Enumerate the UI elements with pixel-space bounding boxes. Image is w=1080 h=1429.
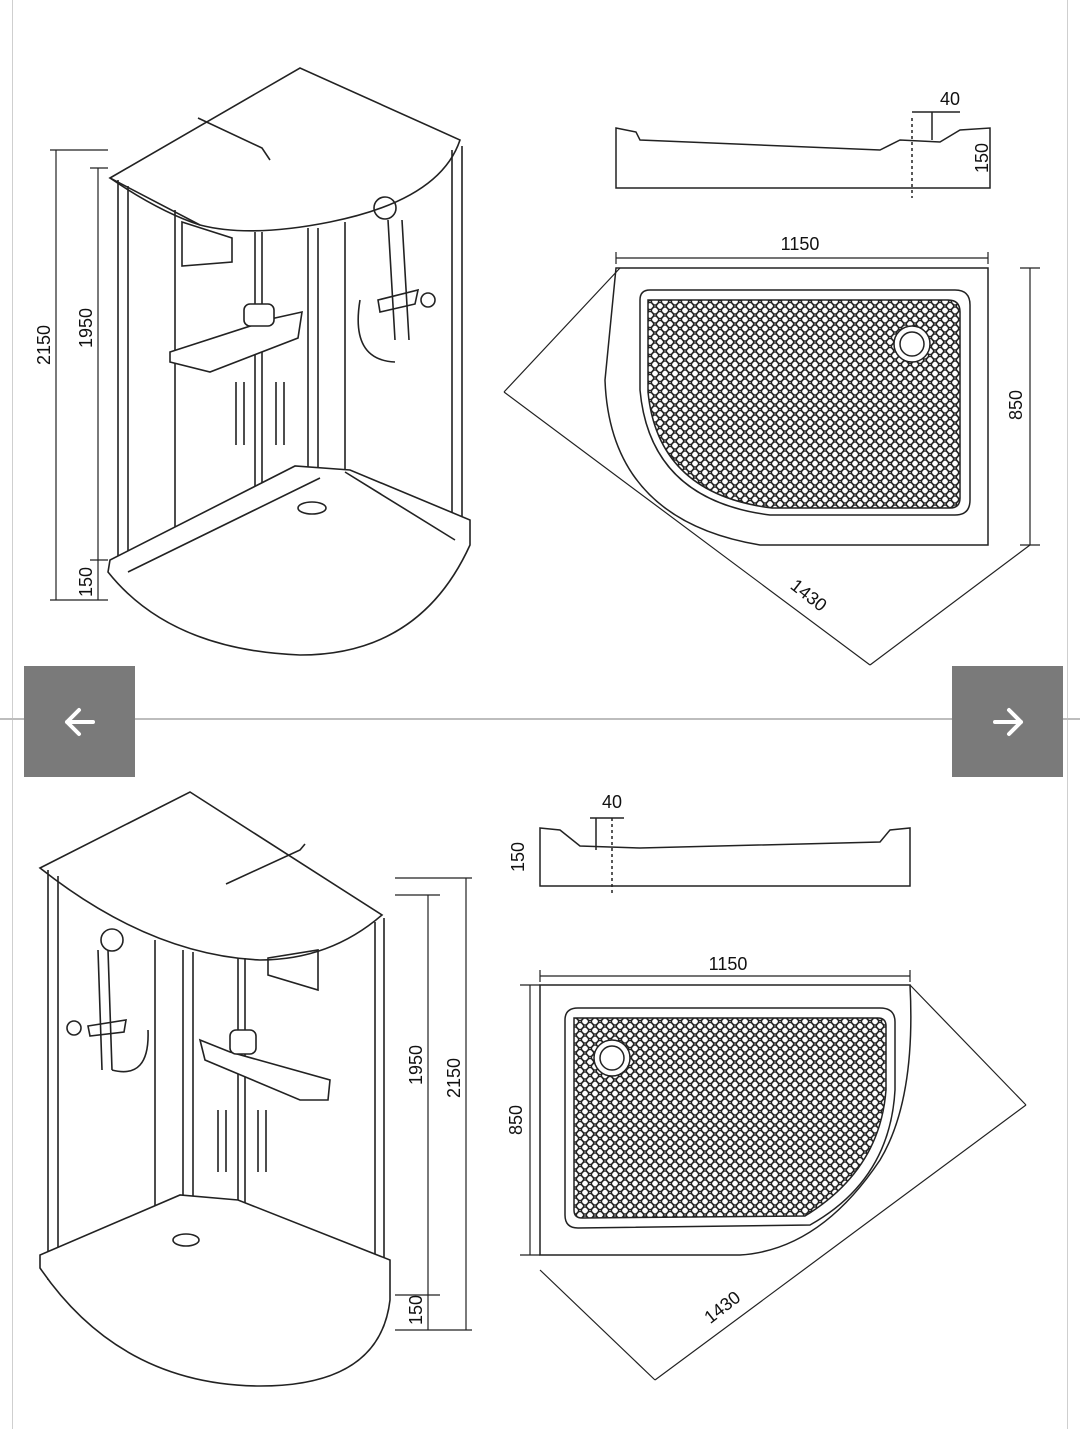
top-tray-profile xyxy=(615,111,991,198)
arrow-right-icon xyxy=(992,707,1023,736)
arrow-left-icon xyxy=(64,707,95,736)
bottom-tray-width-label: 1150 xyxy=(709,954,748,974)
bottom-cabin-height-label: 2150 xyxy=(444,1058,464,1098)
previous-image-button[interactable] xyxy=(24,666,135,777)
bottom-door-height-label: 1950 xyxy=(406,1045,426,1085)
top-tray-width-label: 1150 xyxy=(781,234,820,254)
bottom-tray-plan xyxy=(520,970,1027,1381)
top-cabin-dimensions xyxy=(50,149,108,601)
bottom-cabin-drawing xyxy=(38,791,391,1387)
bottom-tray-depth-label: 850 xyxy=(506,1105,526,1135)
bottom-lip-width-label: 40 xyxy=(602,792,622,812)
gallery-divider xyxy=(0,718,1080,720)
top-base-height-label: 150 xyxy=(76,567,96,597)
bottom-base-height-label: 150 xyxy=(406,1295,426,1325)
top-door-height-label: 1950 xyxy=(76,308,96,348)
top-cabin-drawing xyxy=(107,67,471,656)
top-diagonal-label: 1430 xyxy=(787,575,831,615)
bottom-tray-profile xyxy=(539,817,911,895)
top-tray-depth-label: 850 xyxy=(1006,390,1026,420)
top-tray-height-label: 150 xyxy=(972,143,992,173)
next-image-button[interactable] xyxy=(952,666,1063,777)
right-frame-border xyxy=(1067,0,1068,1429)
bottom-diagonal-label: 1430 xyxy=(700,1287,744,1327)
bottom-cabin-dimensions xyxy=(395,877,472,1331)
top-tray-plan xyxy=(503,252,1040,666)
left-frame-border xyxy=(12,0,13,1429)
bottom-tray-height-label: 150 xyxy=(508,842,528,872)
top-cabin-height-label: 2150 xyxy=(34,325,54,365)
top-lip-width-label: 40 xyxy=(940,89,960,109)
